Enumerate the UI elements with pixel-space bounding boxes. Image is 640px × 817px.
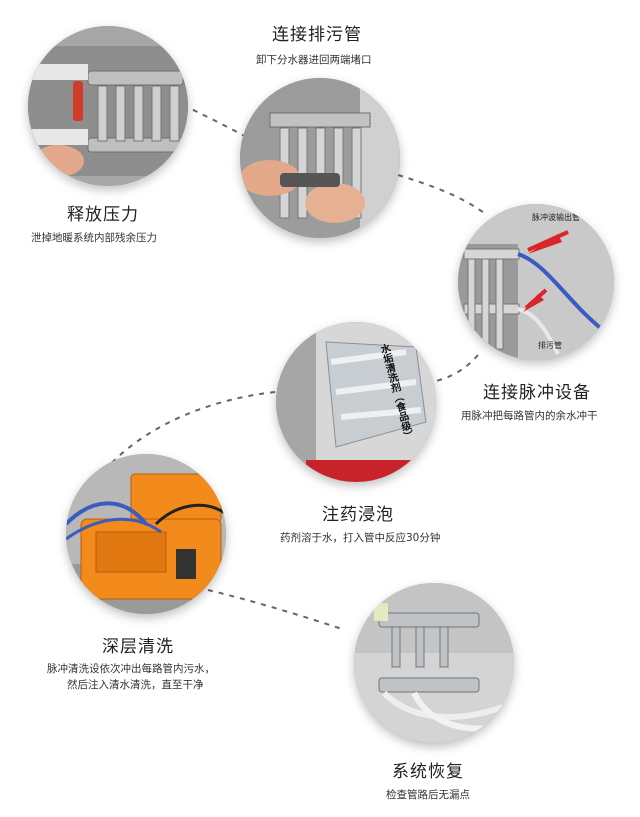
step1-desc: 泄掉地暖系统内部残余压力 [31, 232, 157, 244]
step3-label-pulse-pipe: 脉冲波输出管 [532, 213, 580, 222]
step3-label-drain-pipe: 排污管 [538, 341, 562, 350]
step5-desc-line2: 然后注入清水清洗，直至干净 [67, 679, 204, 691]
step2-photo [240, 78, 400, 238]
step4-photo: 水垢清洗剂（食品级） [276, 322, 436, 482]
connector-4-5 [104, 391, 276, 471]
step4-title: 注药浸泡 [322, 505, 394, 525]
step6-title: 系统恢复 [392, 762, 464, 782]
step1-title: 释放压力 [67, 205, 139, 225]
step3-photo: 脉冲波输出管 排污管 [458, 204, 614, 360]
connector-5-6 [207, 589, 346, 631]
step6-desc: 检查管路后无漏点 [386, 789, 470, 801]
step2-desc: 卸下分水器进回两端堵口 [256, 54, 372, 66]
step5-desc-line1: 脉冲清洗设依次冲出每路管内污水， [47, 663, 215, 675]
step1-photo [28, 26, 188, 186]
step5-title: 深层清洗 [102, 637, 174, 657]
step3-desc: 用脉冲把每路管内的余水冲干 [461, 410, 598, 422]
step5-photo [66, 454, 226, 614]
connector-1-2 [182, 104, 249, 139]
step6-photo [354, 583, 514, 743]
step3-title: 连接脉冲设备 [483, 383, 591, 403]
step4-desc: 药剂溶于水，打入管中反应30分钟 [280, 532, 441, 544]
step2-title: 连接排污管 [272, 25, 362, 45]
